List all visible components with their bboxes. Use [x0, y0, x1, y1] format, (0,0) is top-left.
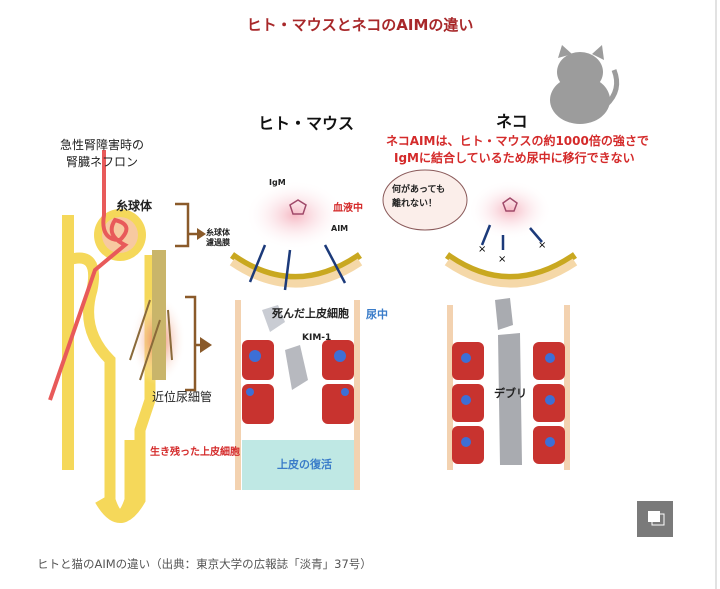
proximal-tubule-label: 近位尿細管 — [152, 390, 213, 404]
dead-cells-label: 死んだ上皮細胞 — [272, 307, 349, 320]
glomerulus-bracket — [175, 202, 197, 248]
nephron-illustration — [48, 150, 186, 523]
gallery-stack-icon — [648, 511, 665, 526]
nephron-label-line1: 急性腎障害時の — [60, 138, 145, 152]
filtration-membrane-line2: 濾過膜 — [206, 238, 230, 247]
epithelium-recovery-label: 上皮の復活 — [277, 458, 332, 471]
scrollbar-track[interactable] — [715, 0, 717, 589]
glomerulus-label: 糸球体 — [116, 199, 153, 213]
block-x-icon: × — [478, 244, 486, 255]
arrow-right-icon — [197, 228, 206, 240]
tubule-bracket — [185, 295, 200, 392]
block-x-icon: × — [538, 240, 546, 251]
cat-illustration — [550, 45, 620, 124]
bubble-line2: 離れない！ — [392, 199, 438, 209]
figure-caption: ヒトと猫のAIMの違い（出典：東京大学の広報誌「淡青」37号） — [37, 557, 372, 571]
speech-bubble — [382, 169, 468, 231]
filtration-membrane-line1: 糸球体 — [206, 228, 230, 237]
cat-note-line1: ネコAIMは、ヒト・マウスの約1000倍の強さで — [386, 134, 649, 148]
figure-title: ヒト・マウスとネコのAIMの違い — [246, 16, 474, 34]
cat-note-line2: IgMに結合しているため尿中に移行できない — [394, 151, 635, 165]
block-x-icon: × — [498, 254, 506, 265]
arrow-right-icon — [200, 337, 212, 353]
human-mouse-heading: ヒト・マウス — [258, 114, 355, 133]
gallery-button[interactable] — [637, 501, 673, 537]
igm-label: IgM — [269, 178, 286, 187]
surviving-cells-label: 生き残った上皮細胞 — [150, 447, 240, 458]
in-blood-label: 血液中 — [333, 203, 363, 214]
kim1-label: KIM-1 — [302, 333, 332, 343]
nephron-label-line2: 腎臓ネフロン — [66, 155, 139, 169]
bubble-line1: 何があっても — [392, 185, 446, 195]
in-urine-label: 尿中 — [366, 308, 388, 321]
aim-label: AIM — [331, 224, 349, 233]
cat-heading: ネコ — [496, 112, 528, 131]
debris-label: デブリ — [494, 387, 527, 400]
